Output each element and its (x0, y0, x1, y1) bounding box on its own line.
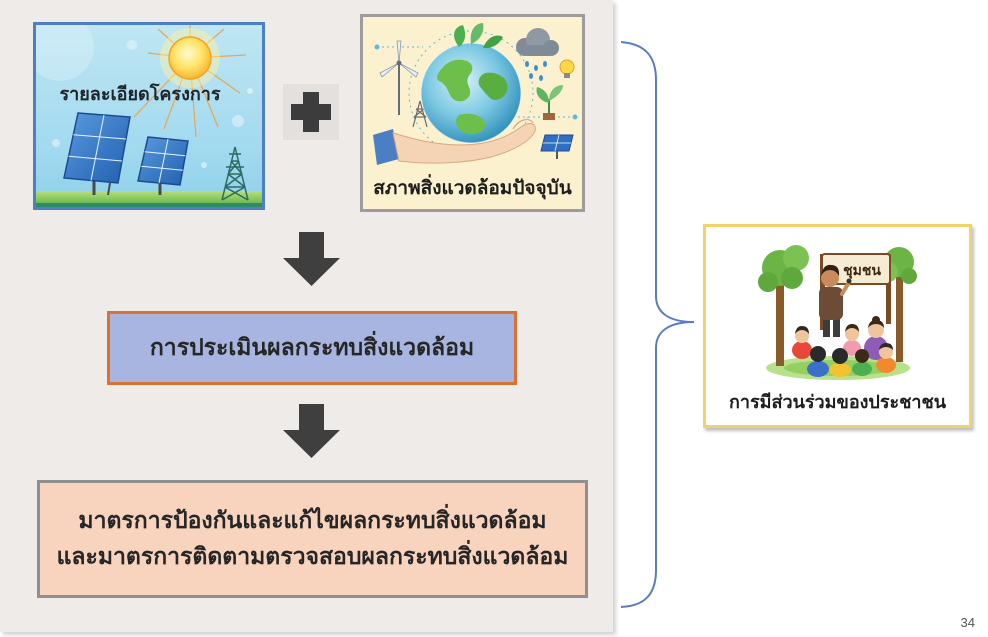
light-bulb-icon (559, 59, 575, 78)
sprout-icon (536, 85, 563, 120)
rain-cloud-icon (516, 28, 559, 81)
hand-icon (373, 119, 536, 165)
arrow-down-icon (283, 232, 340, 286)
sun-icon (160, 28, 220, 88)
measures-line: มาตรการป้องกันและแก้ไขผลกระทบสิ่งแวดล้อม (78, 508, 547, 534)
solar-panel-icon (63, 112, 131, 196)
audience (792, 316, 896, 377)
assessment-label: การประเมินผลกระทบสิ่งแวดล้อม (149, 335, 475, 361)
leaves-icon (454, 23, 503, 49)
globe-icon (420, 42, 522, 144)
solar-panel-icon (540, 134, 574, 159)
speaker-person (819, 264, 852, 337)
assessment-box: การประเมินผลกระทบสิ่งแวดล้อม (107, 311, 517, 385)
community-sign-text: ชุมชน (843, 263, 881, 279)
solar-energy-illustration (36, 25, 262, 207)
project-details-card: รายละเอียดโครงการ (33, 22, 265, 210)
ground (36, 191, 262, 207)
transmission-tower-icon (221, 146, 249, 201)
page-number: 34 (960, 615, 975, 630)
measures-box: มาตรการป้องกันและแก้ไขผลกระทบสิ่งแวดล้อม… (37, 480, 588, 598)
current-environment-label: สภาพสิ่งแวดล้อมปัจจุบัน (373, 177, 572, 199)
tree-left-icon (758, 245, 809, 366)
arrow-down-icon (283, 404, 340, 458)
right-brace-icon (620, 41, 695, 608)
wind-turbine-icon (379, 40, 419, 115)
community-meeting-illustration: ชุมชน (758, 245, 917, 380)
measures-line: และมาตรการติดตามตรวจสอบผลกระทบสิ่งแวดล้อ… (56, 544, 569, 570)
community-sign: ชุมชน (820, 253, 891, 330)
power-tower-icon (412, 100, 428, 128)
haze-bubbles (36, 25, 253, 168)
participation-card: ชุมชน (703, 224, 972, 428)
current-environment-card: สภาพสิ่งแวดล้อมปัจจุบัน (360, 14, 585, 212)
project-details-label: รายละเอียดโครงการ (59, 84, 221, 105)
participation-label: การมีส่วนร่วมของประชาชน (728, 392, 947, 413)
globe-in-hand-illustration (373, 23, 578, 165)
plus-icon (283, 84, 339, 140)
solar-panel-small-icon (137, 136, 189, 195)
